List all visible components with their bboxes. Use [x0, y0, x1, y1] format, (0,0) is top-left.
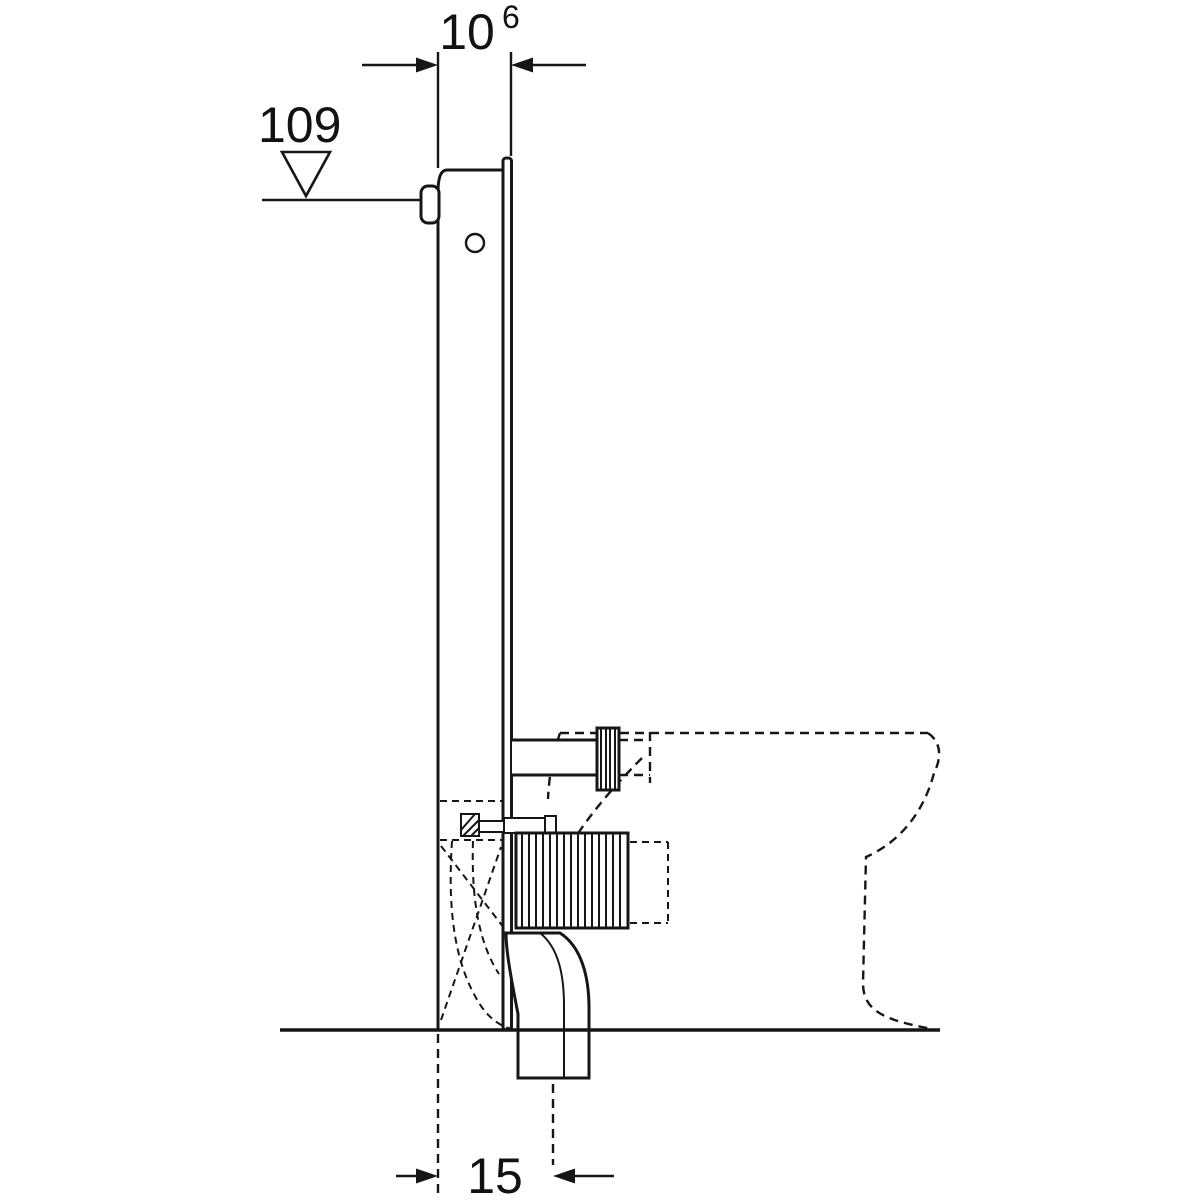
outlet-bend-inner-wall	[539, 932, 565, 1078]
module-service-tab	[419, 184, 441, 225]
fitting-nipple	[478, 820, 505, 833]
dimension-arrow-right	[511, 57, 533, 73]
water-connection-fitting	[460, 813, 557, 837]
flush-pipe-walls	[511, 738, 597, 777]
internal-pipe-outer	[449, 840, 517, 1031]
offset-arrow-left	[416, 1168, 438, 1184]
below-floor-lines	[436, 1034, 555, 1196]
offset-dimension-value: 15	[467, 1148, 523, 1200]
dimension-top-width: 10 6	[362, 0, 586, 168]
height-level-value: 109	[258, 97, 341, 153]
outlet-bend-body	[504, 931, 591, 1080]
dimension-arrow-left	[416, 57, 438, 73]
internal-pipe-inner	[471, 840, 500, 975]
flush-pipe-corrugation-lines	[600, 728, 616, 790]
fitting-hatch-lines	[460, 813, 480, 837]
dimension-floor-offset: 15	[396, 1148, 614, 1200]
width-dimension-superscript: 6	[502, 0, 520, 35]
flush-pipe-fill	[512, 741, 597, 774]
fitting-sleeve	[503, 817, 546, 834]
fitting-valve-block	[460, 813, 480, 837]
outlet-bend	[504, 931, 591, 1080]
module-body-fill	[438, 170, 503, 1030]
outlet-sleeve	[514, 831, 630, 930]
module-front-panel	[501, 156, 513, 1032]
extension-lines-top	[436, 52, 513, 168]
offset-arrow-right	[553, 1168, 575, 1184]
module-hole	[464, 232, 486, 254]
flush-pipe-hidden-end	[619, 732, 652, 783]
flush-pipe-corrugation	[595, 726, 621, 792]
pan-right-profile	[861, 732, 941, 1031]
internal-diagonal-2	[440, 846, 502, 1021]
height-level-marker: 109	[258, 97, 421, 202]
module-internals	[440, 800, 557, 1031]
flush-pipe	[511, 726, 652, 792]
outlet-sleeve-corrugation	[521, 833, 621, 928]
level-triangle-icon	[279, 150, 333, 199]
width-dimension-value: 10	[439, 4, 495, 60]
pan-outlet-spigot	[630, 841, 669, 924]
